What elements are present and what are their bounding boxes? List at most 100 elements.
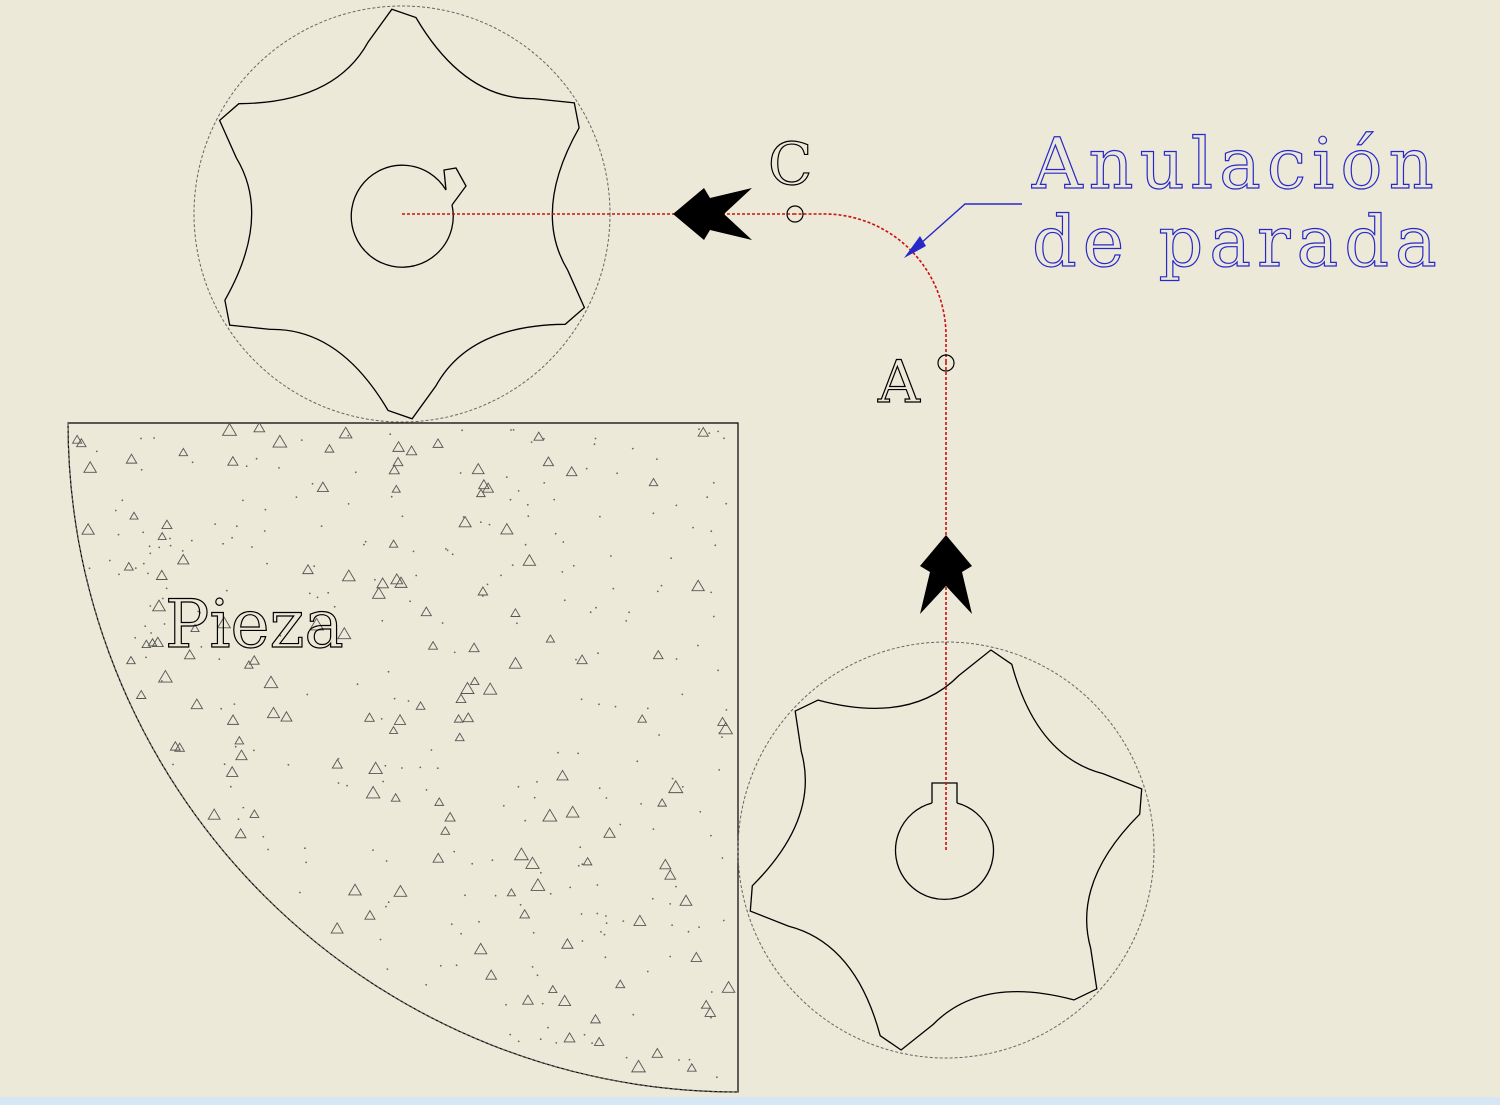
hatch-dot (612, 587, 615, 590)
hatch-dot (692, 526, 694, 529)
hatch-dot (262, 835, 265, 838)
hatch-triangle (390, 792, 401, 802)
hatch-triangle (717, 716, 728, 726)
hatch-triangle (453, 713, 464, 723)
hatch-triangle (123, 561, 135, 571)
hatch-dot (658, 734, 660, 736)
hatch-dot (481, 595, 484, 597)
hatch-dot (142, 531, 145, 534)
hatch-dot (308, 592, 311, 595)
hatch-dot (698, 428, 700, 431)
hatch-dot (148, 545, 151, 548)
hatch-dot (710, 1016, 712, 1019)
hatch-dot (700, 1007, 703, 1009)
hatch-triangle (718, 721, 734, 735)
hatch-triangle (471, 462, 485, 475)
hatch-triangle (174, 742, 186, 752)
hatch-triangle (280, 710, 293, 722)
hatch-dot (616, 472, 618, 475)
hatch-dot (346, 784, 348, 787)
hatch-triangle (331, 758, 344, 769)
hatch-dot (562, 541, 565, 543)
hatch-triangle (500, 522, 514, 535)
hatch-triangle (542, 456, 555, 467)
annotation-leader (904, 203, 1022, 258)
hatch-dot (543, 482, 546, 484)
hatch-triangle (468, 642, 480, 653)
hatch-dot (536, 781, 538, 783)
hatch-dot (660, 584, 663, 587)
hatch-dot (531, 966, 534, 968)
hatch-dot (710, 991, 713, 993)
hatch-dot (516, 622, 518, 625)
hatch-triangle (75, 437, 87, 448)
hatch-dot (446, 549, 449, 552)
hatch-dot (140, 468, 143, 471)
hatch-triangle (545, 634, 556, 643)
hatch-dot (494, 894, 497, 897)
hatch-dot (555, 1042, 558, 1044)
hatch-triangle (263, 675, 279, 689)
hatch-dot (316, 596, 319, 599)
hatch-dot (625, 1056, 628, 1059)
hatch-triangle (473, 942, 488, 955)
hatch-triangle (633, 914, 647, 926)
hatch-dot (589, 611, 592, 614)
hatch-triangle (679, 894, 693, 906)
hatch-triangle (376, 577, 390, 589)
hatch-dot (710, 591, 712, 594)
hatch-triangle (525, 856, 540, 869)
hatch-dot (320, 525, 323, 527)
hatch-dot (580, 698, 583, 701)
hatch-dot (165, 587, 168, 590)
hatch-triangle (415, 700, 426, 710)
hatch-dot (716, 1076, 718, 1079)
hatch-dot (478, 920, 480, 923)
hatch-dot (656, 458, 658, 460)
hatch-triangle (593, 1036, 605, 1046)
hatch-dot (295, 496, 298, 498)
hatch-dot (509, 498, 512, 501)
hatch-triangle (481, 482, 495, 493)
hatch-dot (464, 894, 466, 897)
hatch-dot (234, 745, 237, 748)
hatch-triangle (458, 515, 472, 528)
hatch-dot (149, 552, 152, 555)
hatch-triangle (533, 431, 545, 441)
hatch-triangle (589, 1013, 602, 1024)
hatch-dot (598, 703, 600, 706)
hatch-triangle (301, 563, 314, 575)
hatch-dot (553, 498, 556, 501)
toolpath-corner-arc (795, 213, 947, 362)
hatch-dot (121, 499, 124, 502)
hatch-dot (593, 443, 596, 446)
hatch-dot (158, 546, 161, 549)
hatch-triangle (648, 477, 659, 487)
hatch-dot (486, 583, 489, 586)
hatch-dot (687, 930, 690, 933)
hatch-dot (225, 589, 228, 592)
hatch-triangle (455, 693, 467, 703)
hatch-dot (455, 964, 458, 967)
hatch-dot (547, 1026, 549, 1029)
hatch-dot (557, 751, 559, 754)
hatch-dot (163, 623, 166, 625)
hatch-dot (169, 537, 171, 540)
direction-arrow-left (673, 188, 752, 240)
hatch-dot (425, 789, 428, 791)
hatch-dot (681, 785, 684, 788)
hatch-dot (461, 429, 463, 432)
hatch-triangle (557, 994, 572, 1007)
hatch-triangle (506, 888, 517, 897)
hatch-triangle (637, 714, 648, 723)
hatch-dot (509, 1033, 512, 1036)
hatch-dot (305, 861, 307, 864)
hatch-dot (453, 651, 456, 654)
hatch-dot (223, 763, 226, 766)
point-a-label: A (877, 348, 921, 416)
hatch-dot (161, 597, 164, 600)
hatch-dot (710, 834, 712, 837)
hatch-triangle (565, 805, 580, 818)
hatch-triangle (157, 669, 173, 683)
hatch-triangle (667, 779, 684, 794)
